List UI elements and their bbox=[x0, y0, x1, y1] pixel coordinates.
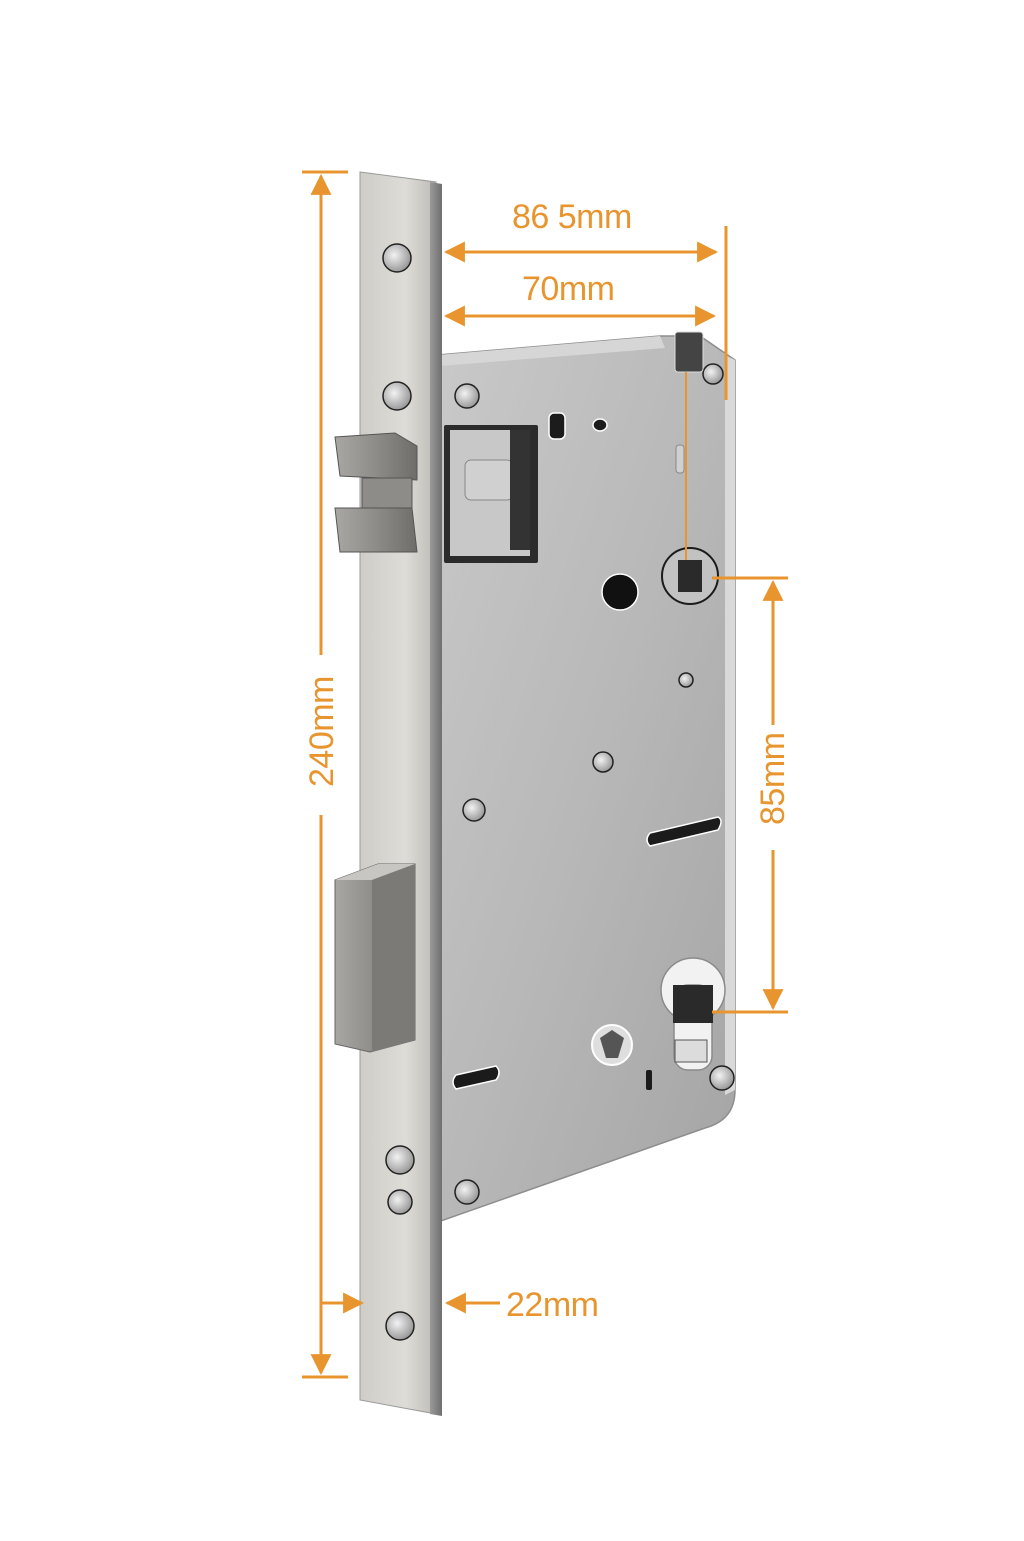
latch-bolt bbox=[334, 432, 418, 553]
faceplate-width-label: 22mm bbox=[506, 1286, 599, 1324]
dimension-lines bbox=[302, 170, 788, 1379]
backset-label: 70mm bbox=[522, 270, 615, 308]
cylinder-hole bbox=[660, 957, 726, 1071]
deadbolt bbox=[334, 863, 416, 1053]
lock-case bbox=[437, 331, 736, 1224]
mounting-screws bbox=[454, 363, 735, 1205]
overall-depth-label: 86 5mm bbox=[512, 198, 632, 236]
center-distance-label: 85mm bbox=[754, 732, 792, 825]
faceplate-height-label: 240mm bbox=[303, 676, 341, 787]
round-hole bbox=[601, 573, 639, 611]
faceplate bbox=[359, 171, 442, 1416]
